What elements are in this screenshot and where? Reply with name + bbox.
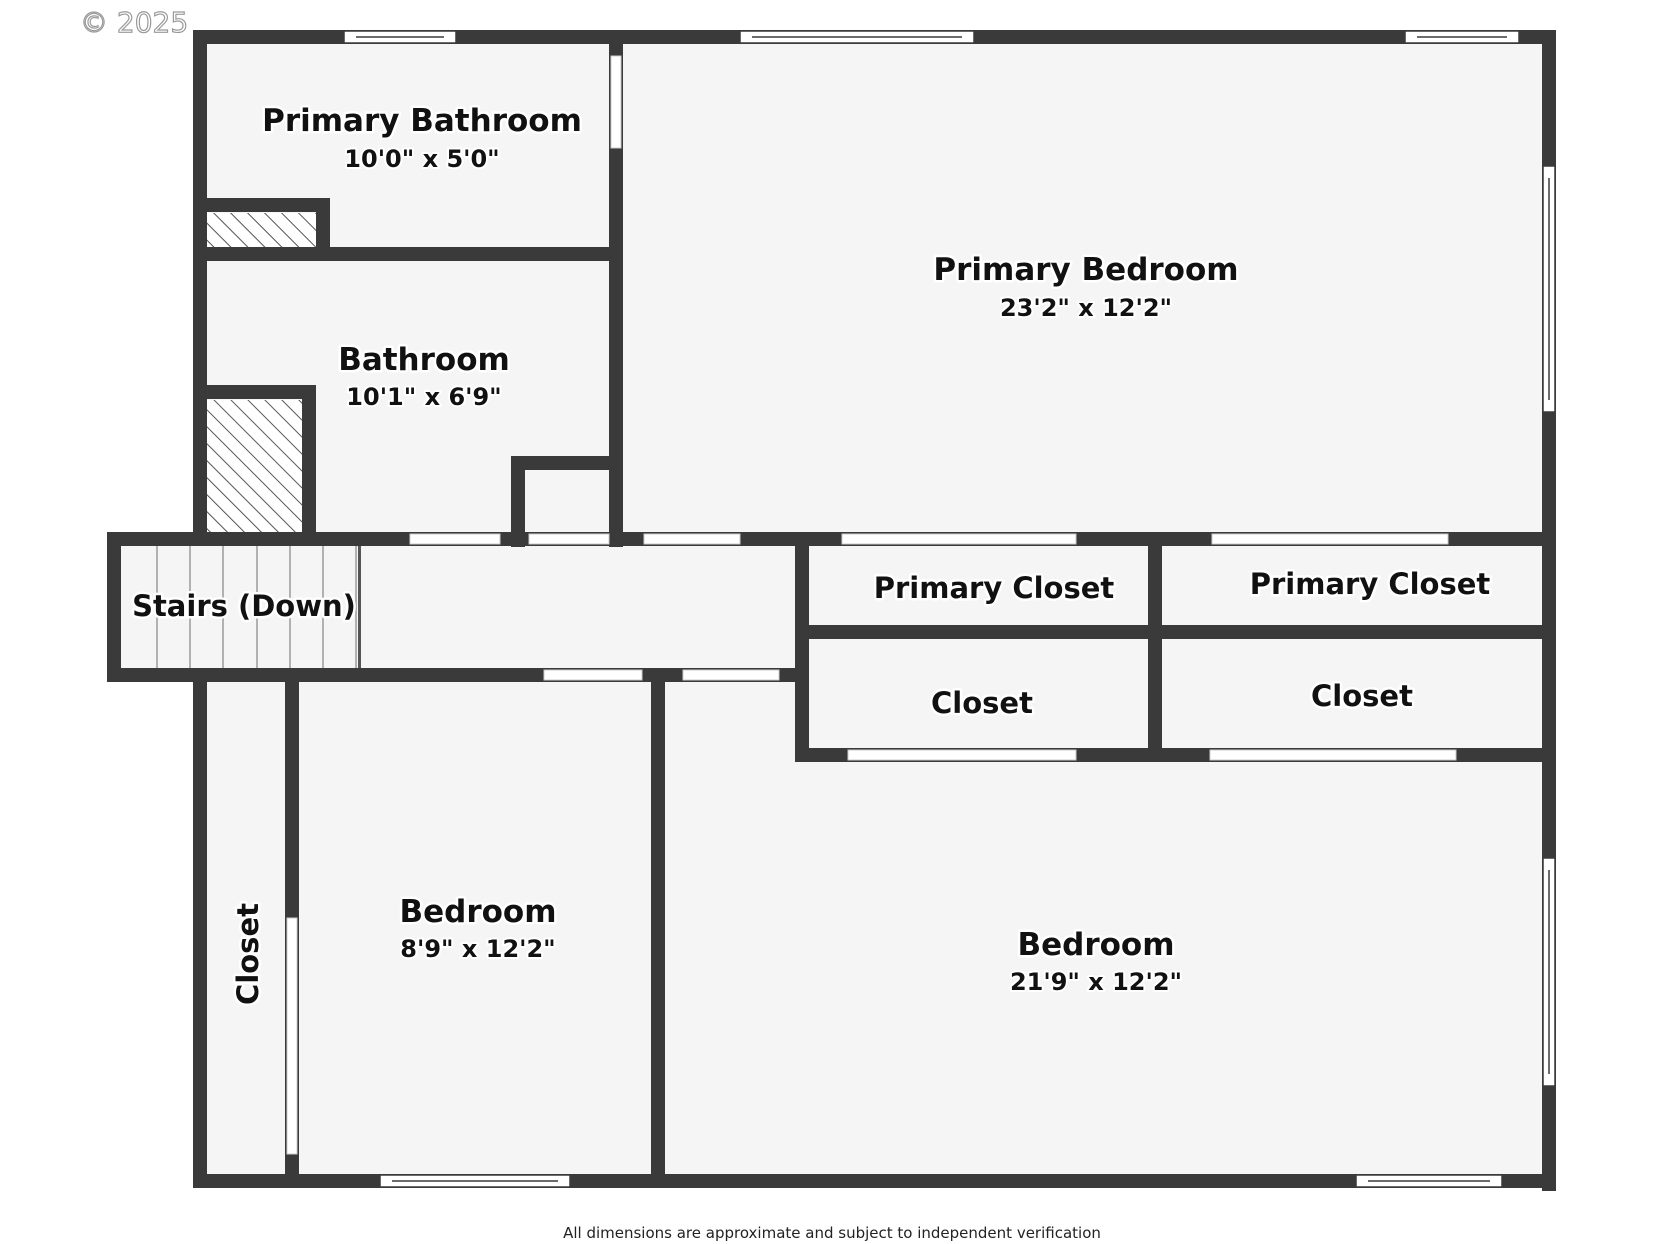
wall-bath-divider [193,247,623,261]
closet-left-name: Closet [231,903,265,1005]
primary-bedroom-name: Primary Bedroom [933,252,1238,288]
primary-closet-1-name: Primary Closet [874,571,1115,605]
door-bedroom-small[interactable] [543,669,643,681]
primary-bathroom-name: Primary Bathroom [262,103,582,139]
hatched-shaft-upper [206,213,316,247]
stairs-name: Stairs (Down) [132,589,356,623]
wall-closets-middle-vertical [1148,532,1162,762]
door-closet-2[interactable] [1209,749,1457,761]
door-bathroom[interactable] [409,533,501,545]
door-primary-bedroom[interactable] [643,533,741,545]
wall-bedrooms-divider [651,670,665,1188]
door-primary-closet-2[interactable] [1211,533,1449,545]
bedroom-large-name: Bedroom [1017,927,1174,963]
door-bedroom-large[interactable] [682,669,780,681]
wall-nook-left [511,456,525,547]
wall-closets-middle-horizontal [795,625,1556,639]
door-closet-left[interactable] [286,917,298,1155]
bedroom-small-name: Bedroom [399,894,556,930]
wall-stairs-top [107,532,207,546]
wall-shaft-upper-top [193,198,328,212]
hatched-shaft-lower [206,400,302,532]
bedroom-small-dims: 8'9" x 12'2" [400,935,555,963]
wall-left-lower [193,670,207,1188]
windows [343,30,1556,1188]
wall-nook-top [511,456,623,470]
wall-stairs-divider [358,545,361,669]
bathroom-dims: 10'1" x 6'9" [346,383,501,411]
closet-1-name: Closet [931,686,1033,720]
stair-treads [156,546,357,670]
wall-bath-vertical [609,30,623,547]
copyright-text: © 2025 [80,6,188,39]
wall-stairs-bottom [107,668,207,682]
wall-closets-left [795,532,809,762]
primary-closet-2-name: Primary Closet [1250,567,1491,601]
bedroom-large-dims: 21'9" x 12'2" [1010,968,1182,996]
wall-shaft-lower-right [302,385,316,545]
primary-bathroom-dims: 10'0" x 5'0" [344,145,499,173]
bathroom-name: Bathroom [338,342,510,378]
door-primary-closet-1[interactable] [841,533,1077,545]
door-openings [286,55,1457,1155]
primary-bedroom-dims: 23'2" x 12'2" [1000,294,1172,322]
room-labels: Primary Bathroom 10'0" x 5'0" Primary Be… [130,101,1493,1008]
floor-areas [114,37,1549,1181]
door-nook[interactable] [528,533,610,545]
wall-shaft-lower-top [193,385,315,399]
wall-stairs-left [107,532,121,682]
wall-left-upper [193,30,207,545]
disclaimer-text: All dimensions are approximate and subje… [563,1224,1101,1242]
wall-shaft-upper-right [316,198,330,260]
door-closet-1[interactable] [847,749,1077,761]
door-primary-bath[interactable] [610,55,622,149]
wall-hall-bottom [193,668,801,682]
floor-main [193,37,1549,1181]
closet-2-name: Closet [1311,679,1413,713]
